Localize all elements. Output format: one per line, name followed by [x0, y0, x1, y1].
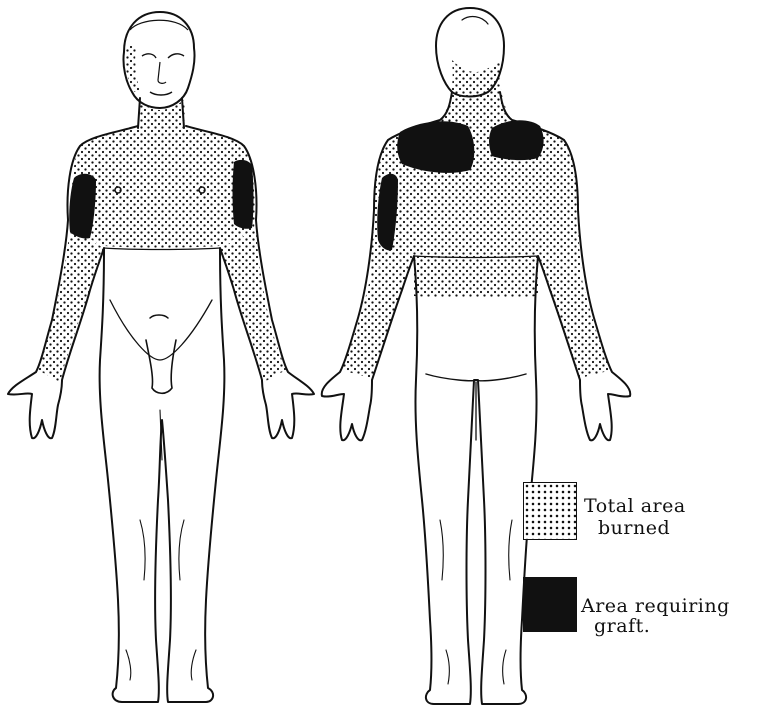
legend-burned-swatch	[523, 482, 577, 540]
legend-burned-label-line1: Total area	[584, 496, 686, 516]
legend-graft-label-line1: Area requiring	[581, 596, 730, 616]
legend-burned-label-line2: burned	[598, 518, 670, 538]
legend-graft-swatch	[523, 577, 577, 632]
legend-graft-label-line2: graft.	[594, 616, 650, 636]
